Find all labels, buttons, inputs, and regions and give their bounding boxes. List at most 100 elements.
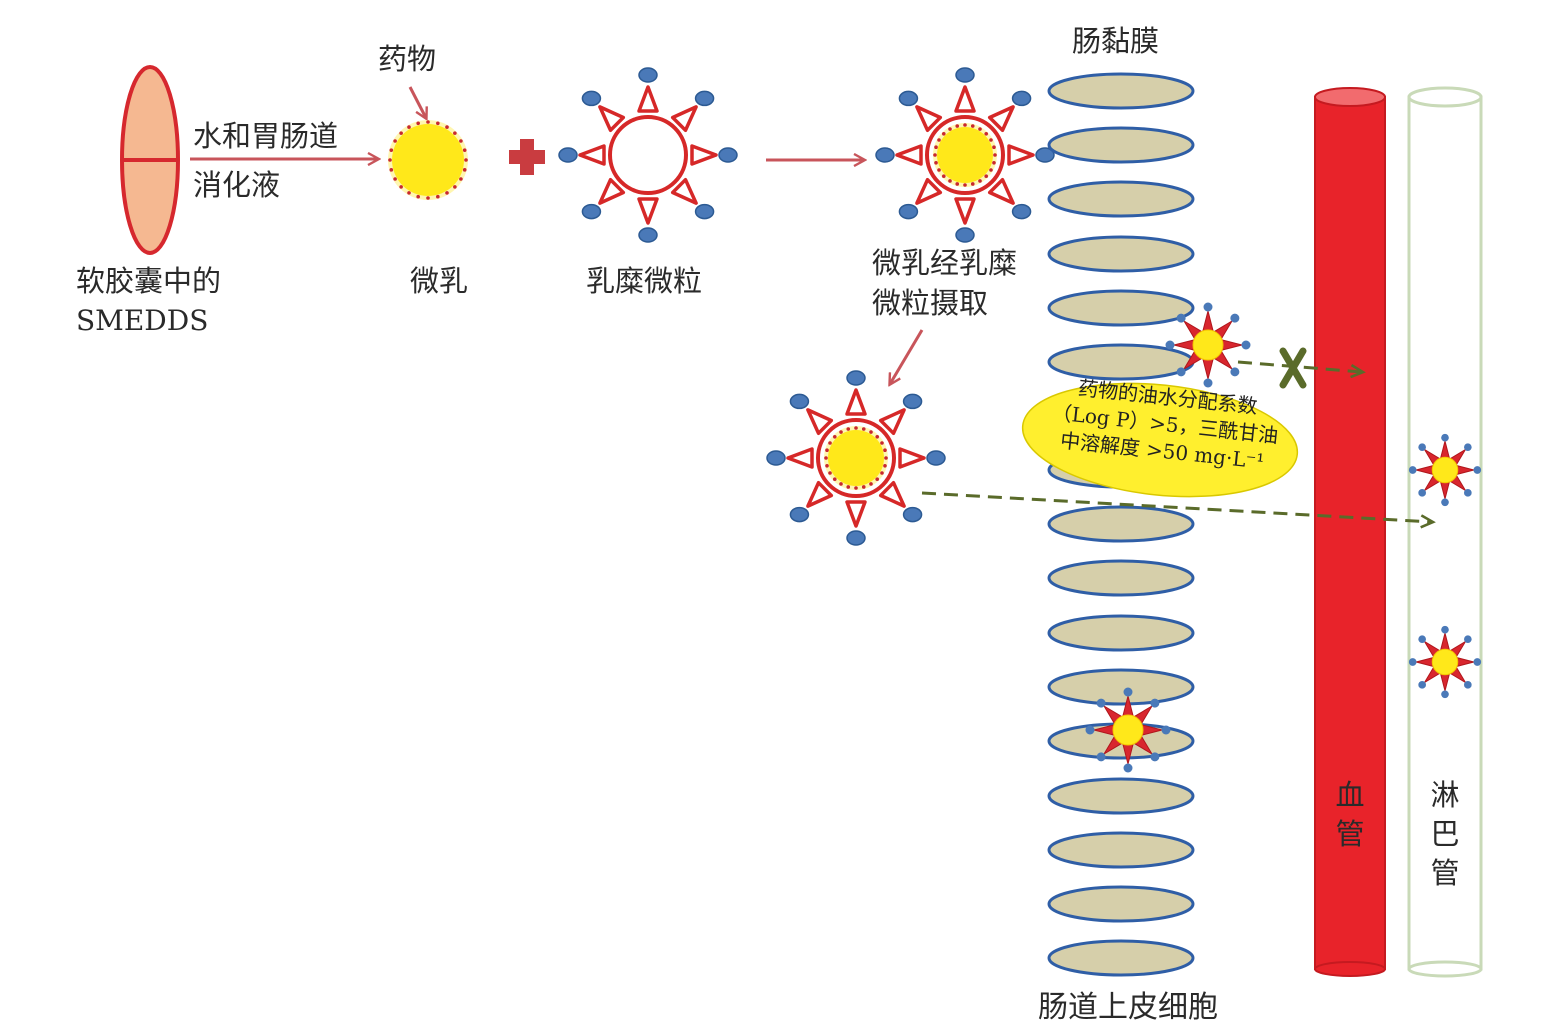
blue-knob <box>581 90 602 107</box>
surface-dot <box>861 485 866 489</box>
mucosa-label: 肠黏膜 <box>1072 24 1160 58</box>
blue-knob <box>694 203 715 220</box>
apoprotein-triangle <box>915 105 943 133</box>
surface-dot <box>978 179 982 183</box>
star-knob <box>1408 658 1417 666</box>
epithelial-cell <box>1047 559 1195 597</box>
star-core <box>1431 456 1459 484</box>
smedds-label: SMEDDS <box>76 304 209 337</box>
blue-knob <box>846 370 866 386</box>
apoprotein-triangle <box>806 480 834 508</box>
fluid-label-line1: 水和胃肠道 <box>193 119 339 153</box>
surface-dot <box>464 158 468 162</box>
blue-knob <box>846 530 866 546</box>
surface-dot <box>459 177 463 181</box>
surface-dot <box>948 127 952 131</box>
blue-knob <box>789 393 810 410</box>
chylomicron-star-in-cell <box>1085 687 1171 773</box>
surface-dot <box>825 448 829 453</box>
blood-vessel-label: 血 管 <box>1335 778 1365 852</box>
apoprotein-triangle <box>637 197 659 225</box>
star-knob <box>1096 752 1106 762</box>
blood-vessel <box>1314 87 1386 977</box>
surface-dot <box>389 168 394 172</box>
star-knob <box>1464 489 1472 497</box>
surface-dot <box>883 448 887 453</box>
droplet-core <box>937 127 993 183</box>
surface-dot <box>989 138 993 142</box>
surface-dot <box>993 153 997 157</box>
surface-dot <box>462 168 467 172</box>
plus-sign <box>509 139 545 175</box>
surface-dot <box>399 131 403 135</box>
surface-dot <box>453 131 457 135</box>
epithelial-cell <box>1047 777 1195 815</box>
epithelial-cell <box>1047 289 1195 327</box>
surface-dot <box>880 471 884 475</box>
chylomicron-star-in-lymph-1 <box>1408 433 1482 507</box>
surface-dot <box>453 185 457 189</box>
epithelial-cell <box>1047 126 1195 164</box>
surface-dot <box>445 191 449 195</box>
soft-capsule <box>120 65 180 255</box>
apoprotein-triangle <box>578 144 606 166</box>
surface-dot <box>948 179 952 183</box>
surface-dot <box>854 426 858 430</box>
surface-dot <box>941 131 946 136</box>
blue-knob <box>581 203 602 220</box>
loaded-chylomicron-bottom <box>766 370 946 546</box>
apoprotein-triangle <box>878 480 906 508</box>
apoprotein-triangle <box>954 197 976 225</box>
star-knob <box>1464 635 1472 643</box>
apoprotein-triangle <box>845 500 867 528</box>
surface-dot <box>825 463 829 468</box>
surface-dot <box>426 196 430 200</box>
surface-dot <box>389 148 394 152</box>
star-knob <box>1473 466 1482 474</box>
star-knob <box>1418 681 1426 689</box>
condition-badge-bg <box>1021 382 1299 498</box>
surface-dot <box>839 430 843 434</box>
surface-dot <box>399 185 403 189</box>
surface-dot <box>934 160 938 165</box>
star-knob <box>1096 698 1106 708</box>
blue-knob <box>955 227 975 243</box>
surface-dot <box>937 168 941 172</box>
blocked-path-to-blood <box>1237 347 1362 389</box>
surface-dot <box>828 471 832 475</box>
surface-dot <box>445 125 449 129</box>
surface-dot <box>846 485 851 489</box>
surface-dot <box>839 482 843 486</box>
droplet-core <box>392 124 464 196</box>
star-knob <box>1418 443 1426 451</box>
surface-dot <box>880 441 884 445</box>
surface-dot <box>436 194 440 199</box>
blue-knob <box>766 450 786 466</box>
chylomicron-star-in-lymph-2 <box>1408 625 1482 699</box>
star-core <box>1112 714 1144 746</box>
blue-knob <box>1035 147 1055 163</box>
fluid-label-line2: 消化液 <box>193 168 281 202</box>
apoprotein-triangle <box>806 408 834 436</box>
star-knob <box>1418 489 1426 497</box>
surface-dot <box>963 123 967 127</box>
star-knob <box>1176 313 1186 323</box>
star-knob <box>1464 681 1472 689</box>
drug-pointer-arrow <box>408 86 426 118</box>
blue-knob <box>898 203 919 220</box>
uptake-label-line1: 微乳经乳糜 <box>872 246 1018 280</box>
surface-dot <box>970 182 975 186</box>
apoprotein-triangle <box>845 388 867 416</box>
blue-knob <box>638 227 658 243</box>
droplet-core <box>828 430 884 486</box>
surface-dot <box>824 456 828 460</box>
particle-shell <box>608 115 688 195</box>
apoprotein-triangle <box>1007 144 1035 166</box>
apoprotein-triangle <box>987 177 1015 205</box>
blue-knob <box>902 506 923 523</box>
surface-dot <box>984 174 989 179</box>
star-knob <box>1230 313 1240 323</box>
star-knob <box>1161 725 1171 735</box>
surface-dot <box>459 139 463 143</box>
